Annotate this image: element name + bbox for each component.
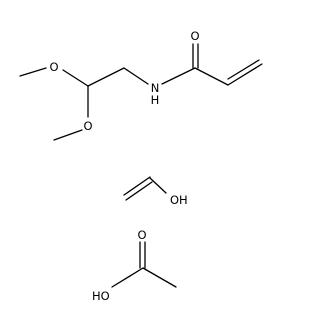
atom-o-carbonyl-acetic: O — [137, 228, 146, 242]
atom-n-amide: N — [151, 81, 160, 95]
molecule-acetic-acid: HO O — [92, 228, 177, 303]
bond-vinyl-alcohol-c-o — [149, 177, 167, 194]
bond-vinyl-alcohol-double-1 — [123, 176, 151, 196]
bond-vinyl-alcohol-double-2 — [125, 181, 153, 201]
bond-methyl-top — [19, 67, 47, 77]
bond-otop-ch — [62, 69, 89, 87]
molecule-acrylamide-acetal: O O N H O — [19, 29, 263, 141]
bond-vinyl-2 — [227, 59, 260, 80]
atom-ho-acetic: HO — [92, 289, 110, 303]
atom-h-amide: H — [151, 93, 160, 107]
bond-methyl-bottom — [53, 129, 83, 141]
structure-diagram: O O N H O OH HO O — [19, 29, 263, 303]
bond-ch2-n — [123, 67, 149, 85]
bond-n-carbonyl — [161, 67, 196, 85]
atom-o-methoxy-top: O — [49, 60, 58, 74]
atom-oh-vinyl-alcohol: OH — [170, 193, 188, 207]
atom-o-methoxy-bottom: O — [83, 119, 92, 133]
bond-acetic-c-ch3 — [142, 267, 177, 288]
atom-o-carbonyl: O — [190, 29, 199, 43]
bond-carbonyl-alpha — [194, 67, 229, 86]
molecule-vinyl-alcohol: OH — [123, 176, 188, 207]
bond-ch-ch2 — [87, 67, 125, 87]
bond-vinyl-1 — [227, 63, 263, 86]
bond-acetic-ho-c — [111, 267, 144, 288]
